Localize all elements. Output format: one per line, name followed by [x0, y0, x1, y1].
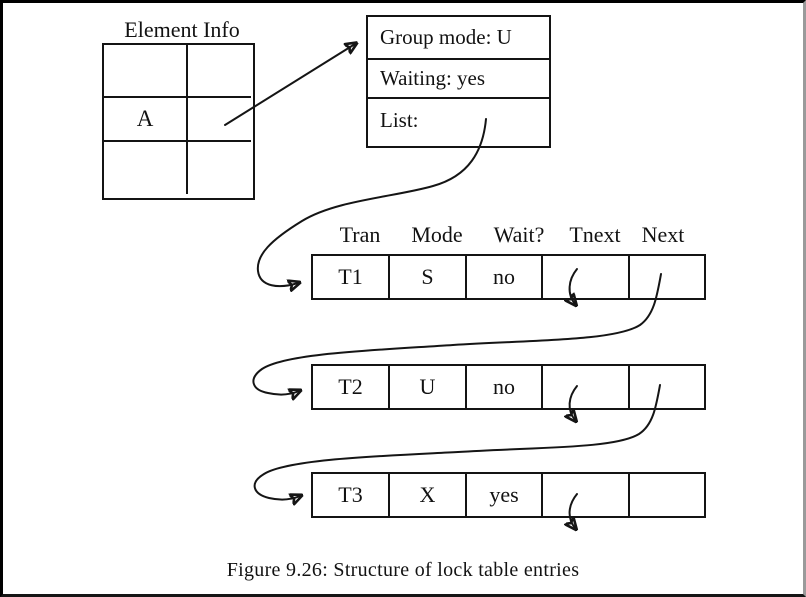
cell-tran: T2 — [313, 366, 390, 408]
lock-entry-box: Group mode: U Waiting: yes List: — [366, 15, 551, 148]
header-next: Next — [641, 222, 685, 247]
cell-tran: T3 — [313, 474, 390, 516]
cell-next-pointer — [630, 366, 704, 408]
header-mode: Mode — [411, 222, 463, 247]
element-cell-a: A — [104, 98, 188, 142]
lock-entry-list: List: — [380, 108, 419, 132]
cell-tran: T1 — [313, 256, 390, 298]
cell-tnext-pointer — [543, 474, 630, 516]
cell-mode: S — [390, 256, 467, 298]
header-tnext: Tnext — [569, 222, 621, 247]
cell-mode: U — [390, 366, 467, 408]
element-cell-bottom-left — [104, 142, 188, 194]
element-cell-mid-right — [188, 98, 251, 142]
lock-entry-waiting: Waiting: yes — [368, 60, 549, 99]
cell-mode: X — [390, 474, 467, 516]
header-tran: Tran — [339, 222, 381, 247]
cell-next-pointer — [630, 256, 704, 298]
cell-next-pointer — [630, 474, 704, 516]
element-cell-bottom-right — [188, 142, 251, 194]
element-info-title: Element Info — [124, 17, 240, 42]
element-cell-top-left — [104, 45, 188, 98]
element-cell-top-right — [188, 45, 251, 98]
cell-wait: no — [467, 256, 543, 298]
header-wait: Wait? — [493, 222, 545, 247]
cell-wait: no — [467, 366, 543, 408]
record-row-t1: T1 S no — [311, 254, 706, 300]
record-row-t3: T3 X yes — [311, 472, 706, 518]
figure-caption: Figure 9.26: Structure of lock table ent… — [226, 559, 580, 581]
lock-entry-group-mode: Group mode: U — [368, 17, 549, 60]
element-info-table: A — [102, 43, 255, 200]
cell-tnext-pointer — [543, 366, 630, 408]
record-row-t2: T2 U no — [311, 364, 706, 410]
cell-tnext-pointer — [543, 256, 630, 298]
cell-wait: yes — [467, 474, 543, 516]
